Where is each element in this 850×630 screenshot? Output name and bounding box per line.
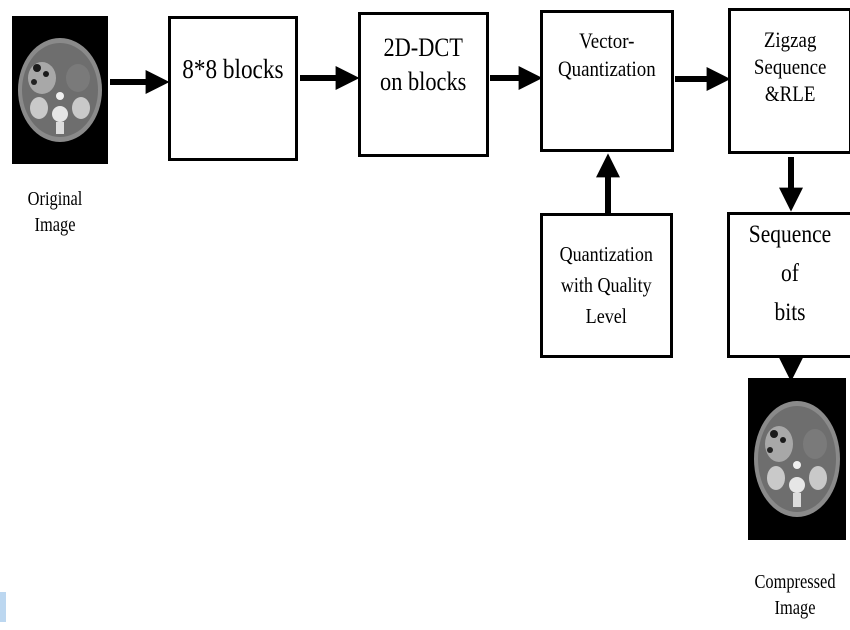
step-2d-dct: 2D-DCT on blocks: [358, 12, 489, 157]
step-quality-level: Quantization with Quality Level: [540, 213, 673, 358]
original-image-caption: Original Image: [18, 186, 92, 238]
step-quality-level-label: Quantization with Quality Level: [560, 239, 653, 332]
step-sequence-of-bits: Sequence of bits: [727, 212, 850, 358]
step-vector-quantization-label: Vector- Quantization: [558, 27, 656, 83]
step-8x8-blocks-label: 8*8 blocks: [182, 53, 283, 85]
step-2d-dct-label: 2D-DCT on blocks: [380, 31, 466, 99]
left-edge-accent: [0, 592, 6, 622]
step-8x8-blocks: 8*8 blocks: [168, 16, 298, 161]
compressed-ct-image: [748, 378, 846, 540]
step-vector-quantization: Vector- Quantization: [540, 10, 674, 152]
ct-scan-graphic: [12, 16, 108, 164]
step-zigzag-rle-label: Zigzag Sequence &RLE: [754, 26, 826, 107]
original-ct-image: [12, 16, 108, 164]
step-sequence-of-bits-label: Sequence of bits: [738, 215, 841, 332]
ct-scan-graphic-compressed: [748, 378, 846, 540]
step-zigzag-rle: Zigzag Sequence &RLE: [728, 8, 850, 154]
compressed-image-caption: Compressed Image: [754, 569, 836, 621]
